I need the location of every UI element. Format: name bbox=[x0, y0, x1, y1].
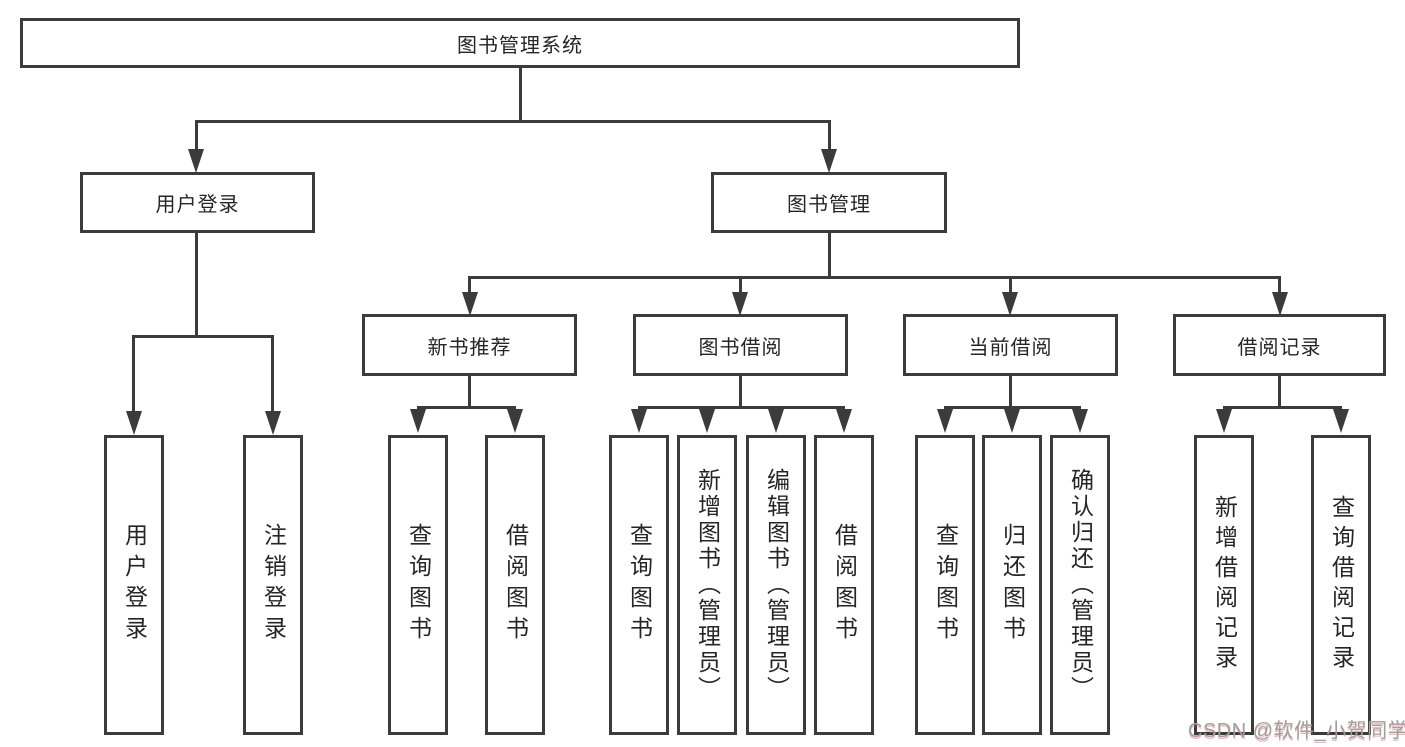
leaf-logout: 注销登录 bbox=[243, 435, 303, 735]
node-borrow-records: 借阅记录 bbox=[1173, 314, 1386, 376]
arrowhead-down-icon bbox=[507, 409, 523, 433]
connector-book-borrow-rail bbox=[638, 406, 845, 409]
leaf-borrow-query: 查询图书 bbox=[609, 435, 669, 735]
leaf-current-query: 查询图书 bbox=[915, 435, 975, 735]
leaf-current-confirm-admin: 确认归还（管理员） bbox=[1050, 435, 1110, 735]
connector-current-borrow-stem bbox=[1009, 376, 1012, 406]
node-current-borrow: 当前借阅 bbox=[903, 314, 1118, 376]
leaf-borrow-borrow: 借阅图书 bbox=[814, 435, 874, 735]
node-library-system: 图书管理系统 bbox=[20, 18, 1020, 68]
connector-root-stem bbox=[519, 68, 522, 120]
arrowhead-down-icon bbox=[937, 409, 953, 433]
node-book-mgmt: 图书管理 bbox=[711, 172, 947, 233]
arrowhead-down-icon bbox=[188, 149, 204, 173]
connector-new-book-stem bbox=[468, 376, 471, 406]
connector-book-borrow-stem bbox=[739, 376, 742, 406]
arrowhead-down-icon bbox=[1072, 409, 1088, 433]
arrowhead-down-icon bbox=[836, 409, 852, 433]
arrowhead-down-icon bbox=[1333, 409, 1349, 433]
node-user-login: 用户登录 bbox=[80, 172, 315, 233]
connector-new-book-rail bbox=[417, 406, 516, 409]
connector-level3-rail bbox=[468, 276, 1281, 279]
connector-user-login-stem bbox=[195, 233, 198, 335]
leaf-newbook-borrow: 借阅图书 bbox=[485, 435, 545, 735]
arrowhead-down-icon bbox=[1002, 292, 1018, 316]
node-book-borrow: 图书借阅 bbox=[633, 314, 848, 376]
arrowhead-down-icon bbox=[126, 411, 142, 435]
arrowhead-down-icon bbox=[732, 292, 748, 316]
arrowhead-down-icon bbox=[1216, 409, 1232, 433]
arrowhead-down-icon bbox=[699, 409, 715, 433]
arrowhead-down-icon bbox=[1004, 409, 1020, 433]
arrowhead-down-icon bbox=[265, 411, 281, 435]
connector-drop-user-login bbox=[195, 120, 198, 152]
connector-drop-book-mgmt bbox=[828, 120, 831, 152]
connector-borrow-records-rail bbox=[1223, 406, 1342, 409]
connector-drop-book-borrow bbox=[739, 276, 742, 294]
arrowhead-down-icon bbox=[821, 149, 837, 173]
connector-user-login-rail bbox=[132, 335, 274, 338]
leaf-records-add: 新增借阅记录 bbox=[1194, 435, 1254, 735]
arrowhead-down-icon bbox=[410, 409, 426, 433]
connector-book-mgmt-stem bbox=[828, 233, 831, 276]
leaf-user-login: 用户登录 bbox=[104, 435, 164, 735]
leaf-newbook-query: 查询图书 bbox=[388, 435, 448, 735]
leaf-borrow-add-admin: 新增图书（管理员） bbox=[677, 435, 737, 735]
arrowhead-down-icon bbox=[631, 409, 647, 433]
arrowhead-down-icon bbox=[768, 409, 784, 433]
connector-drop-current-borrow bbox=[1009, 276, 1012, 294]
arrowhead-down-icon bbox=[1272, 292, 1288, 316]
connector-drop-borrow-records bbox=[1278, 276, 1281, 294]
leaf-borrow-edit-admin: 编辑图书（管理员） bbox=[746, 435, 806, 735]
node-new-book: 新书推荐 bbox=[362, 314, 577, 376]
leaf-current-return: 归还图书 bbox=[982, 435, 1042, 735]
connector-drop-leaf-logout bbox=[271, 335, 274, 413]
connector-current-borrow-rail bbox=[944, 406, 1081, 409]
connector-drop-new-book bbox=[468, 276, 471, 294]
connector-level2-rail bbox=[196, 120, 830, 123]
connector-borrow-records-stem bbox=[1278, 376, 1281, 406]
watermark: CSDN @软件_小贺同学 bbox=[1188, 720, 1405, 742]
arrowhead-down-icon bbox=[462, 292, 478, 316]
leaf-records-query: 查询借阅记录 bbox=[1311, 435, 1371, 735]
connector-drop-leaf-user-login bbox=[132, 335, 135, 413]
